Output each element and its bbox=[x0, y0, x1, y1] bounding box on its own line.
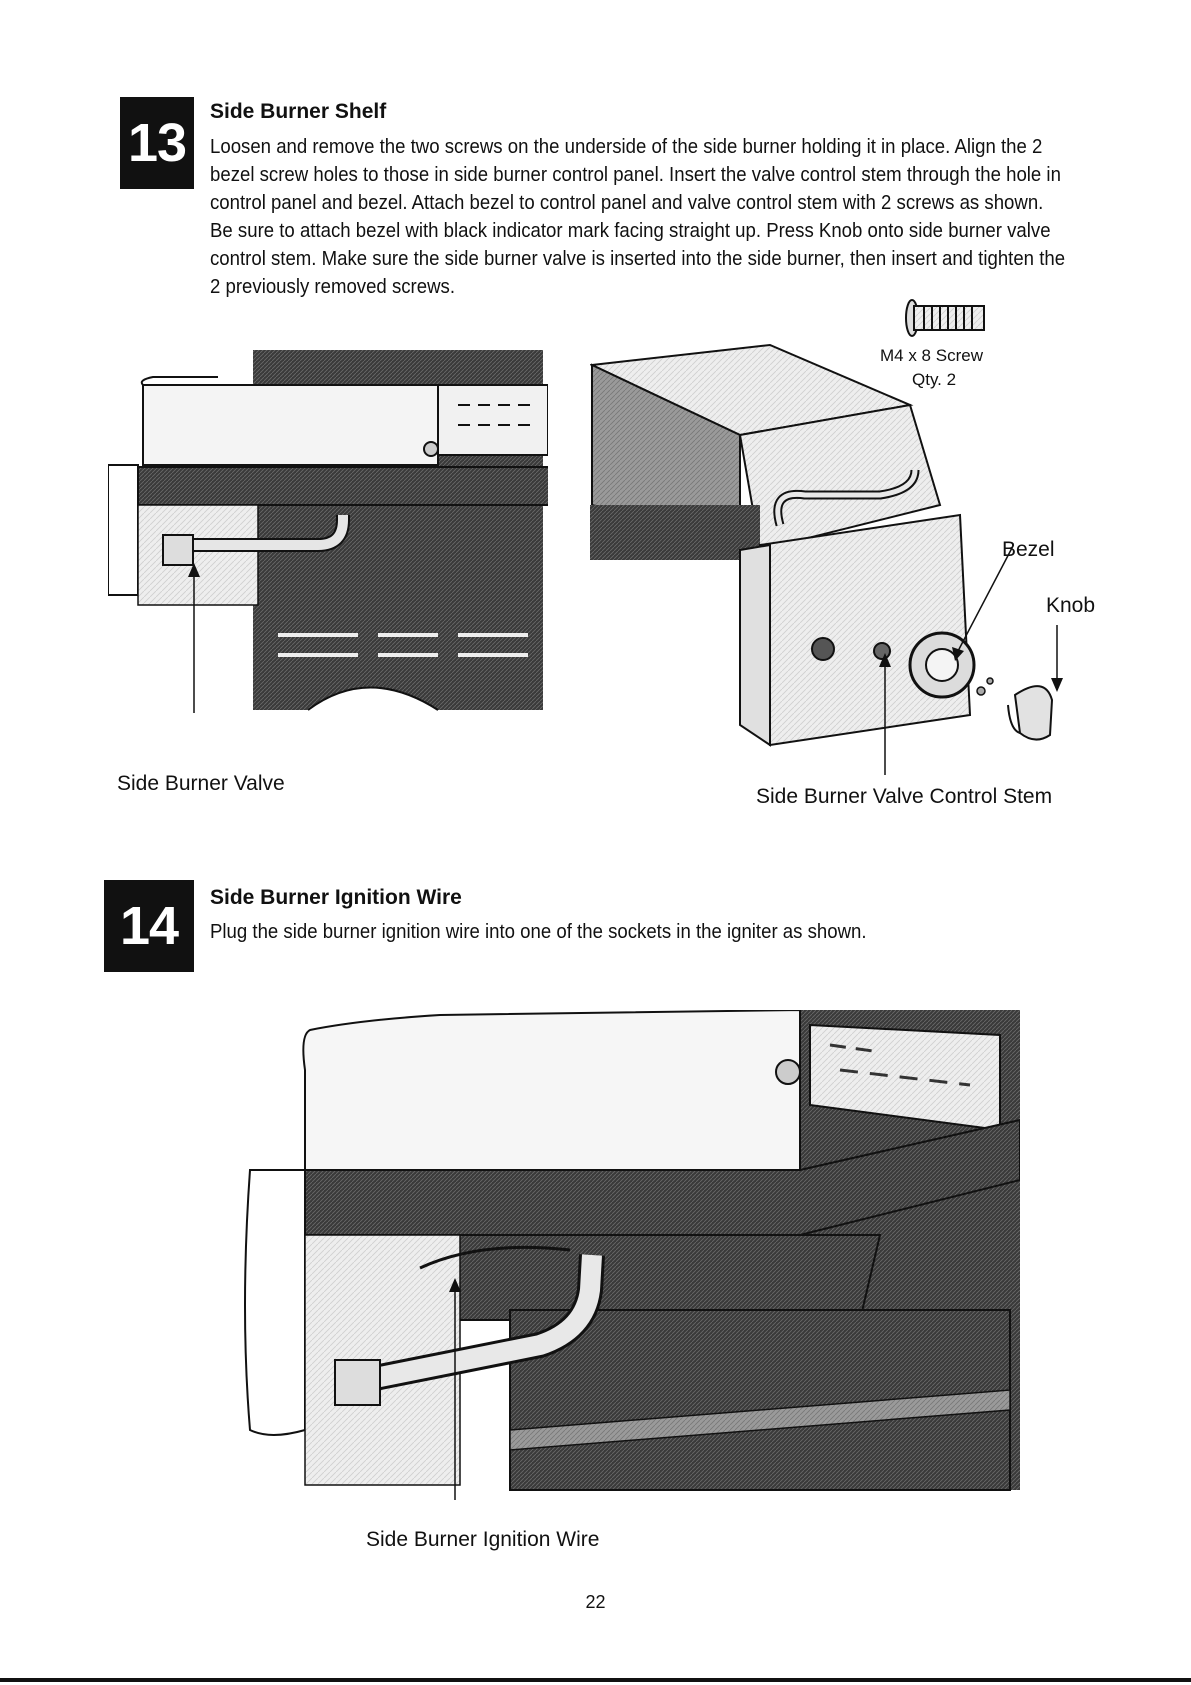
page-number: 22 bbox=[585, 1592, 606, 1612]
step-14-instructions: Plug the side burner ignition wire into … bbox=[210, 921, 867, 943]
screw-illustration bbox=[905, 299, 985, 337]
bezel-knob-figure bbox=[590, 343, 1063, 775]
step-13-title: Side Burner Shelf bbox=[210, 100, 387, 123]
side-burner-valve-figure bbox=[108, 350, 548, 713]
step-13-instructions: Loosen and remove the two screws on the … bbox=[210, 136, 1066, 298]
step-13-badge: 13 bbox=[120, 97, 194, 189]
screw-name-label: M4 x 8 Screw bbox=[880, 346, 983, 365]
side-burner-valve-label: Side Burner Valve bbox=[117, 772, 285, 795]
ignition-wire-label: Side Burner Ignition Wire bbox=[366, 1528, 600, 1551]
screw-qty-label: Qty. 2 bbox=[912, 370, 957, 389]
valve-control-stem-label: Side Burner Valve Control Stem bbox=[756, 785, 1053, 808]
footer-rule bbox=[0, 1678, 1191, 1682]
knob-label: Knob bbox=[1046, 594, 1096, 617]
step-14-title: Side Burner Ignition Wire bbox=[210, 886, 462, 909]
step-14-badge: 14 bbox=[104, 880, 194, 972]
ignition-wire-figure bbox=[244, 1010, 1020, 1500]
bezel-label: Bezel bbox=[1002, 538, 1055, 561]
